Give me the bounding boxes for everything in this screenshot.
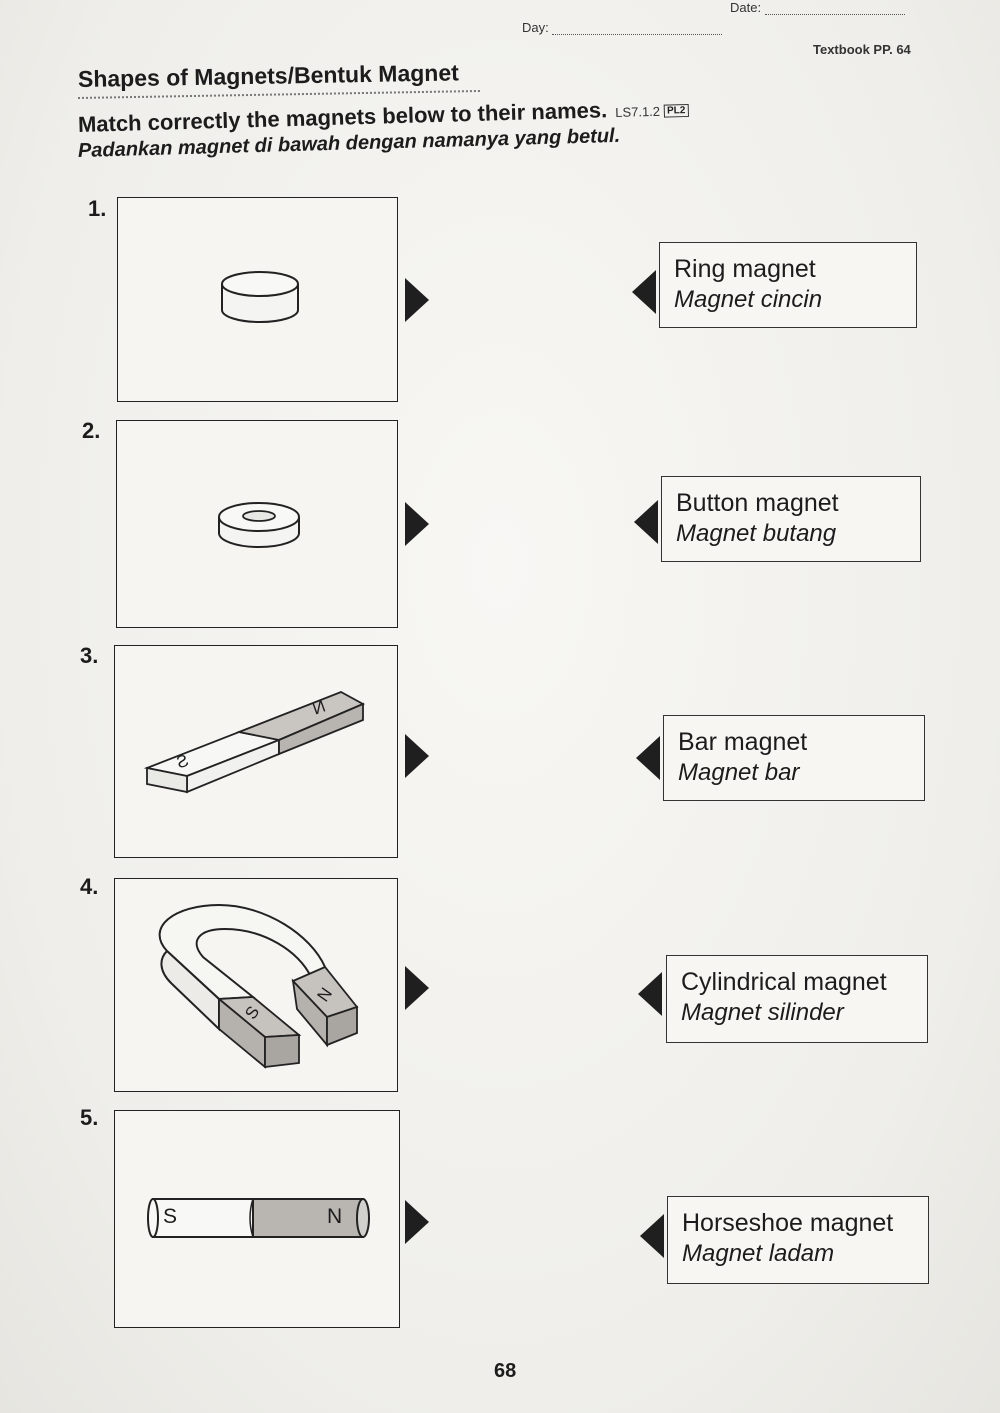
- name-malay-4: Magnet silinder: [681, 999, 844, 1026]
- name-english-4: Cylindrical magnet: [681, 968, 887, 996]
- textbook-reference: Textbook PP. 64: [813, 42, 911, 57]
- match-arrow-left-1[interactable]: [632, 270, 656, 314]
- name-box-2: Button magnet Magnet butang: [661, 476, 921, 562]
- name-english-1: Ring magnet: [674, 255, 816, 283]
- picture-box-1: [117, 197, 398, 402]
- name-malay-5: Magnet ladam: [682, 1240, 835, 1267]
- picture-box-2: [116, 420, 398, 628]
- bar-magnet-picture: [143, 691, 366, 794]
- name-english-5: Horseshoe magnet: [682, 1209, 894, 1237]
- name-box-3: Bar magnet Magnet bar: [663, 715, 925, 801]
- name-box-5: Horseshoe magnet Magnet ladam: [667, 1196, 929, 1284]
- match-arrow-right-5[interactable]: [405, 1200, 429, 1244]
- name-malay-3: Magnet bar: [678, 759, 800, 786]
- match-arrow-right-1[interactable]: [405, 278, 429, 322]
- day-label: Day:: [522, 20, 549, 35]
- page-title: Shapes of Magnets/Bentuk Magnet: [77, 59, 459, 92]
- date-blank[interactable]: [764, 2, 905, 15]
- match-arrow-right-3[interactable]: [405, 734, 429, 778]
- horseshoe-magnet-picture: [158, 903, 359, 1069]
- question-number-4: 4.: [80, 874, 99, 899]
- cylinder-pole-n-label: N: [327, 1205, 343, 1228]
- picture-box-3: S N: [114, 645, 398, 858]
- match-arrow-left-4[interactable]: [638, 972, 662, 1016]
- question-number-3: 3.: [80, 643, 99, 668]
- day-line: Day:: [522, 20, 723, 35]
- day-blank[interactable]: [552, 22, 723, 35]
- name-english-3: Bar magnet: [678, 728, 808, 756]
- picture-box-5: S N: [114, 1110, 400, 1328]
- question-number-2: 2.: [82, 418, 101, 443]
- ring-magnet-picture: [218, 502, 300, 548]
- date-line: Date:: [730, 0, 905, 15]
- match-arrow-left-3[interactable]: [636, 736, 660, 780]
- match-arrow-left-2[interactable]: [634, 500, 658, 544]
- button-magnet-picture: [221, 271, 299, 323]
- name-box-1: Ring magnet Magnet cincin: [659, 242, 917, 328]
- match-arrow-right-2[interactable]: [405, 502, 429, 546]
- learning-standard-code: LS7.1.2: [615, 103, 661, 120]
- cylinder-pole-s-label: S: [163, 1205, 178, 1228]
- picture-box-4: S N: [114, 878, 398, 1092]
- match-arrow-right-4[interactable]: [405, 966, 429, 1010]
- performance-level-badge: PL2: [663, 103, 689, 118]
- name-malay-1: Magnet cincin: [674, 286, 823, 313]
- question-number-5: 5.: [80, 1105, 99, 1130]
- name-box-4: Cylindrical magnet Magnet silinder: [666, 955, 928, 1043]
- question-number-1: 1.: [88, 196, 107, 221]
- match-arrow-left-5[interactable]: [640, 1214, 664, 1258]
- date-label: Date:: [730, 0, 762, 15]
- name-english-2: Button magnet: [676, 489, 839, 517]
- page-number: 68: [494, 1360, 517, 1382]
- name-malay-2: Magnet butang: [676, 520, 837, 547]
- cylindrical-magnet-picture: [147, 1198, 370, 1238]
